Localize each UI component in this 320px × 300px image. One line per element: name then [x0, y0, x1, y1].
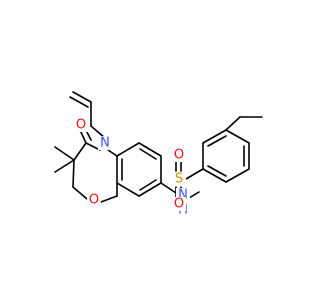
- bond-methyl-2: [54, 159, 75, 173]
- amide-nitrogen-label: N: [178, 188, 188, 203]
- ring-oxygen-label: O: [89, 193, 99, 208]
- bond-ch2-o: [72, 186, 88, 200]
- bond-o-aryl: [100, 195, 118, 203]
- molecule-structure-diagram: O N O N H S O O: [54, 91, 263, 218]
- bond-ethyl-ch2: [225, 116, 241, 131]
- bond-aryl-nh: [160, 182, 177, 194]
- bond-phenyl-inner-3: [207, 165, 227, 177]
- atom-labels: O N O N H S O O: [74, 118, 190, 218]
- bond-vinyl-double-b: [69, 96, 89, 108]
- bond-nh-s: [188, 191, 200, 199]
- bond-benzo-2: [138, 142, 162, 157]
- bond-benzo-inner-1: [139, 148, 157, 160]
- bond-carbonyl-cquat: [73, 142, 87, 161]
- bond-benzo-5: [116, 182, 140, 197]
- bond-phenyl-3: [225, 129, 250, 144]
- bond-benzo-1: [116, 142, 140, 157]
- bond-cquat-ch2: [72, 159, 75, 188]
- sulfur-label: S: [175, 172, 183, 187]
- ring-nitrogen-label: N: [100, 136, 110, 151]
- bond-methyl-1: [54, 146, 75, 161]
- bond-phenyl-5: [225, 168, 250, 183]
- bond-n-carbonyl: [85, 142, 101, 151]
- bond-carbonyl-double-a: [79, 129, 87, 144]
- bond-phenyl-2: [202, 129, 227, 144]
- bond-s-phenyl: [185, 168, 204, 180]
- ketone-oxygen-label: O: [76, 118, 86, 133]
- bond-phenyl-6: [202, 168, 227, 183]
- bond-benzo-4: [138, 182, 162, 197]
- bond-phenyl-inner-1: [207, 135, 227, 147]
- sulfonyl-oxygen-bottom-label: O: [174, 197, 184, 212]
- bond-vinyl-double-a: [72, 91, 92, 103]
- bond-benzo-n: [107, 149, 118, 157]
- sulfonyl-oxygen-top-label: O: [174, 148, 184, 163]
- bond-lines: [54, 91, 263, 203]
- bond-benzo-inner-2: [139, 179, 157, 191]
